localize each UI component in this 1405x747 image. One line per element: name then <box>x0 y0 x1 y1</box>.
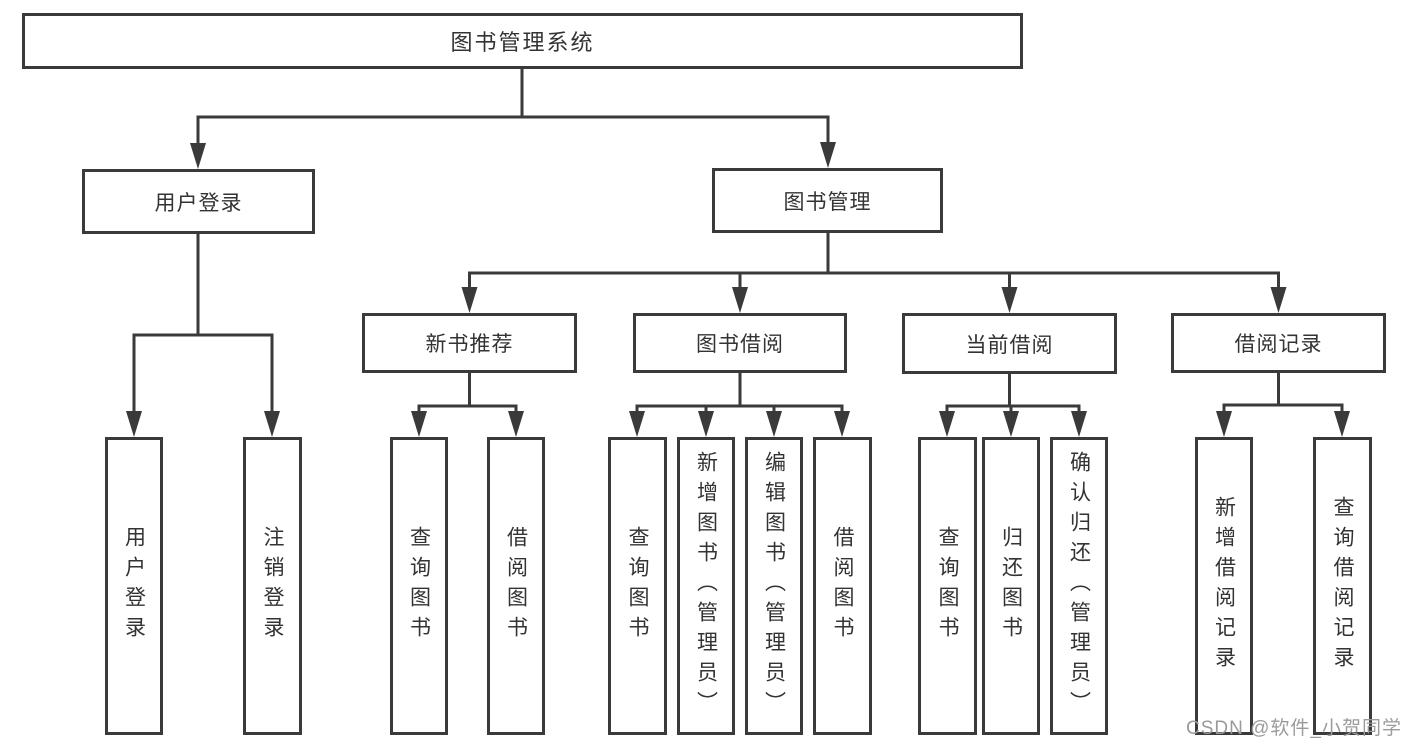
leaf-borrow-book-recommend: 借阅图书 <box>487 437 545 735</box>
node-borrowing-records-label: 借阅记录 <box>1234 333 1323 356</box>
leaf-query-book-borrowing-label: 查询图书 <box>626 526 649 646</box>
leaf-borrow-book-borrowing-label: 借阅图书 <box>831 526 854 646</box>
connector-userlogin-to-leaves <box>132 232 274 415</box>
leaf-user-login: 用户登录 <box>105 437 163 735</box>
leaf-logout-label: 注销登录 <box>261 526 284 646</box>
leaf-user-login-label: 用户登录 <box>122 526 146 646</box>
connector-current-to-leaves <box>945 372 1081 415</box>
node-current-borrowing-label: 当前借阅 <box>965 333 1054 357</box>
leaf-query-book-borrowing: 查询图书 <box>608 437 667 735</box>
node-book-borrowing-label: 图书借阅 <box>696 333 784 356</box>
connector-records-to-leaves <box>1222 370 1344 415</box>
node-current-borrowing: 当前借阅 <box>902 313 1117 374</box>
node-new-book-recommend: 新书推荐 <box>362 313 577 373</box>
leaf-add-book-admin: 新增图书（管理员） <box>677 437 735 735</box>
leaf-confirm-return-admin-label: 确认归还（管理员） <box>1067 451 1091 721</box>
leaf-query-book-current: 查询图书 <box>918 437 977 735</box>
connector-bookmgmt-to-level3 <box>468 231 1280 291</box>
connector-newbook-to-leaves <box>417 370 518 415</box>
leaf-borrow-book-borrowing: 借阅图书 <box>813 437 872 735</box>
node-book-management: 图书管理 <box>712 168 943 233</box>
connector-borrowing-to-leaves <box>635 371 844 415</box>
leaf-return-book-label: 归还图书 <box>999 526 1023 646</box>
node-root-label: 图书管理系统 <box>450 30 595 55</box>
leaf-add-borrow-record-label: 新增借阅记录 <box>1212 496 1236 676</box>
leaf-logout: 注销登录 <box>243 437 302 735</box>
leaf-borrow-book-recommend-label: 借阅图书 <box>504 526 528 646</box>
leaf-query-book-recommend: 查询图书 <box>390 437 448 735</box>
node-user-login: 用户登录 <box>82 169 315 234</box>
leaf-edit-book-admin: 编辑图书（管理员） <box>745 437 803 735</box>
node-book-management-label: 图书管理 <box>783 190 872 214</box>
csdn-watermark: CSDN @软件_小贺同学 <box>1186 718 1402 739</box>
leaf-query-borrow-record-label: 查询借阅记录 <box>1331 496 1354 676</box>
leaf-query-book-current-label: 查询图书 <box>936 526 959 646</box>
leaf-confirm-return-admin: 确认归还（管理员） <box>1050 437 1108 735</box>
node-book-borrowing: 图书借阅 <box>633 313 847 373</box>
leaf-add-borrow-record: 新增借阅记录 <box>1195 437 1253 735</box>
connector-root-to-level2 <box>196 67 830 148</box>
leaf-edit-book-admin-label: 编辑图书（管理员） <box>762 451 786 721</box>
node-root: 图书管理系统 <box>22 13 1023 69</box>
leaf-return-book: 归还图书 <box>982 437 1040 735</box>
node-borrowing-records: 借阅记录 <box>1171 313 1386 373</box>
node-new-book-recommend-label: 新书推荐 <box>425 333 514 356</box>
leaf-query-borrow-record: 查询借阅记录 <box>1313 437 1372 735</box>
arrowheads <box>126 142 1350 437</box>
node-user-login-label: 用户登录 <box>154 191 243 215</box>
leaf-query-book-recommend-label: 查询图书 <box>407 526 431 646</box>
leaf-add-book-admin-label: 新增图书（管理员） <box>694 451 718 721</box>
